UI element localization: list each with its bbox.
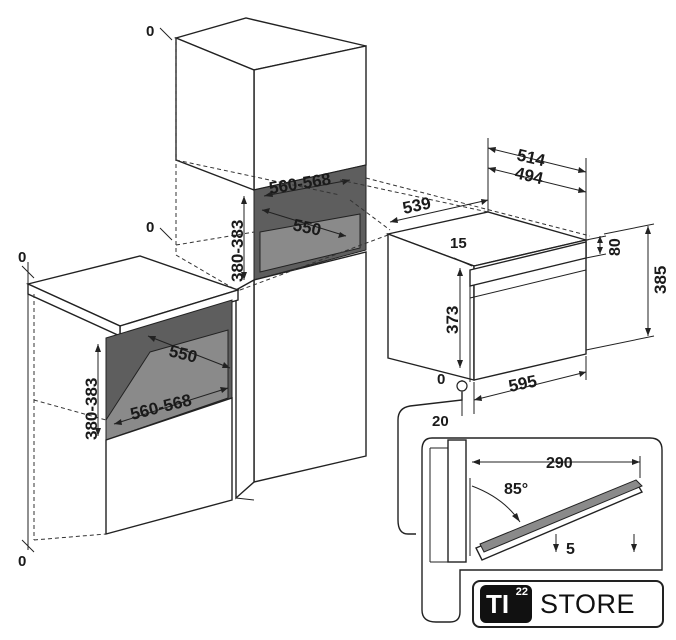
logo-mark-text: TI — [486, 589, 510, 619]
appliance-front-height-label: 373 — [443, 306, 462, 334]
logo-word: STORE — [540, 588, 636, 619]
logo-superscript: 22 — [515, 586, 528, 598]
base-cabinet — [21, 255, 241, 553]
detail-appliance-front — [447, 439, 467, 563]
tall-cabinet-lower-side — [235, 278, 255, 500]
tall-top-zero-label: 0 — [146, 23, 154, 40]
tall-cabinet-lower-front — [253, 251, 367, 483]
appliance-panel-height-label: 80 — [607, 238, 624, 256]
store-logo: TI 22 STORE — [472, 580, 664, 628]
appliance-total-height-label: 385 — [651, 266, 670, 294]
door-detail — [397, 392, 663, 623]
tall-side-zero-label: 0 — [146, 219, 154, 236]
tall-cabinet-opening-floor — [259, 213, 361, 273]
appliance-bottom-offset-label: 20 — [432, 413, 449, 430]
door-clearance-label: 5 — [566, 541, 575, 558]
detail-frame — [421, 437, 663, 623]
tall-cabinet — [159, 17, 367, 501]
appliance-width-label: 595 — [507, 371, 539, 395]
base-opening-height-label: 380-383 — [82, 378, 101, 440]
base-top-zero-label: 0 — [18, 249, 26, 266]
appliance — [385, 138, 655, 416]
detail-leader — [397, 392, 463, 535]
base-bottom-zero-label: 0 — [18, 553, 26, 570]
tall-opening-height-label: 380-383 — [228, 220, 247, 282]
appliance-depth-total-label: 539 — [401, 193, 433, 217]
appliance-top-offset-label: 15 — [450, 235, 467, 252]
door-depth-label: 290 — [546, 455, 573, 472]
appliance-base-zero-label: 0 — [437, 371, 445, 388]
door-angle-label: 85° — [504, 481, 528, 498]
logo-mark: TI 22 — [480, 585, 532, 623]
